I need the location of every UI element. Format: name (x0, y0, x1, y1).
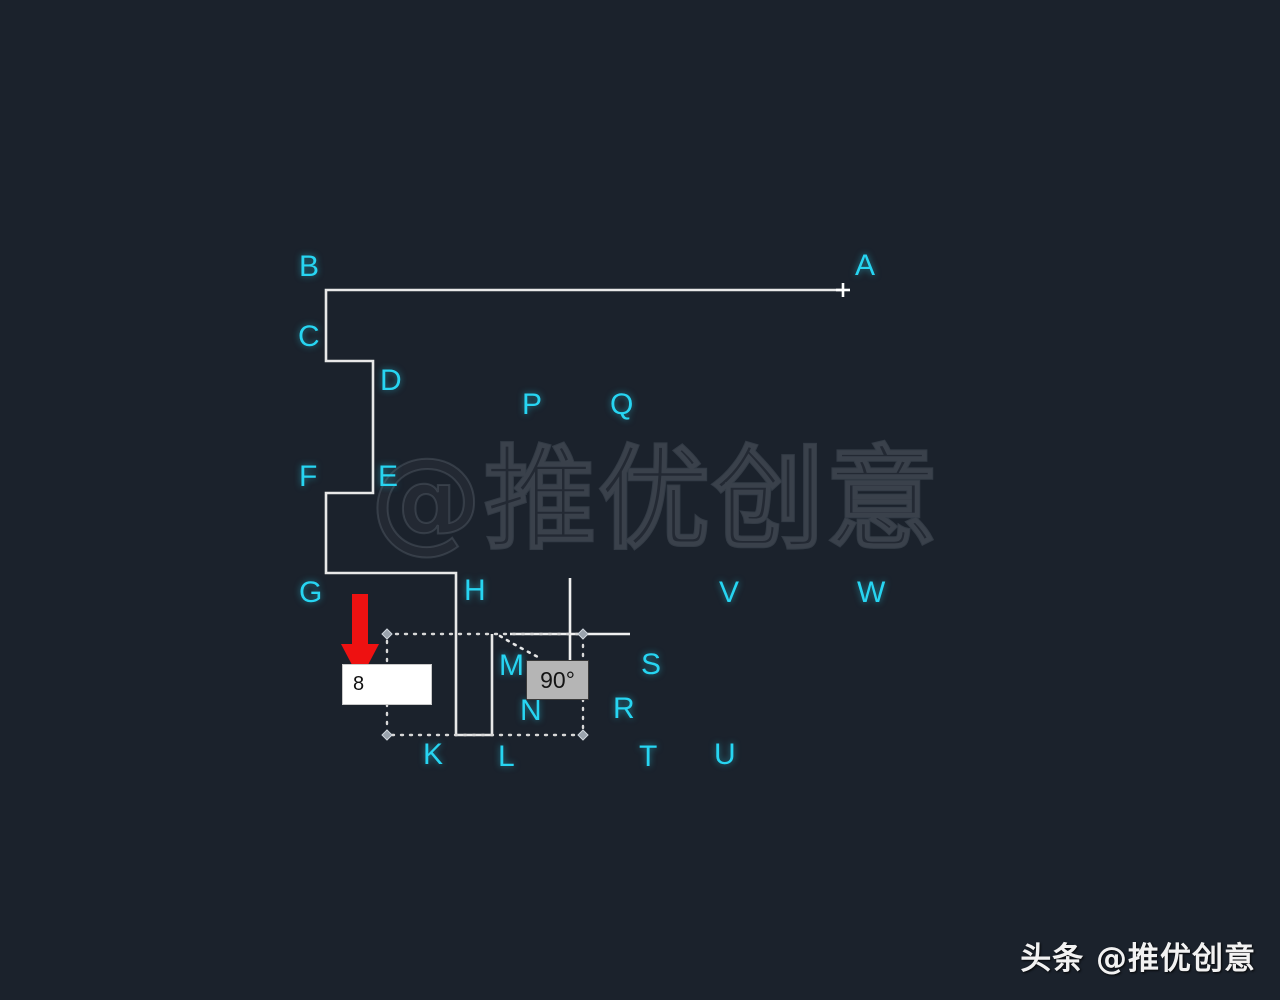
point-label-D: D (380, 364, 402, 397)
point-label-C: C (298, 320, 320, 353)
point-label-F: F (299, 460, 318, 493)
point-label-G: G (299, 576, 323, 609)
point-label-B: B (299, 250, 320, 283)
selection-rectangle (385, 632, 585, 737)
point-label-R: R (613, 692, 635, 725)
red-arrow-annotation (341, 594, 379, 680)
point-label-H: H (464, 574, 486, 607)
selection-grips[interactable] (381, 628, 589, 741)
point-label-E: E (378, 460, 399, 493)
dimension-input[interactable]: 8 (342, 664, 432, 705)
endpoint-marker-icon (836, 283, 850, 297)
point-label-A: A (855, 249, 876, 282)
point-label-K: K (423, 738, 444, 771)
point-label-Q: Q (610, 388, 634, 421)
dimension-input-value: 8 (353, 673, 365, 695)
point-label-L: L (498, 740, 515, 773)
angle-tooltip-value: 90° (540, 666, 575, 693)
brand-watermark: 头条 @推优创意 (1020, 941, 1256, 977)
point-label-T: T (639, 740, 658, 773)
point-label-P: P (522, 388, 543, 421)
shape-polyline[interactable] (324, 288, 843, 737)
point-label-V: V (719, 576, 740, 609)
angle-tooltip: 90° (526, 660, 589, 700)
angle-arc (498, 634, 542, 660)
point-label-W: W (857, 576, 886, 609)
point-label-U: U (714, 738, 736, 771)
point-label-N: N (520, 694, 542, 727)
point-label-S: S (641, 648, 662, 681)
point-label-M: M (499, 649, 524, 682)
